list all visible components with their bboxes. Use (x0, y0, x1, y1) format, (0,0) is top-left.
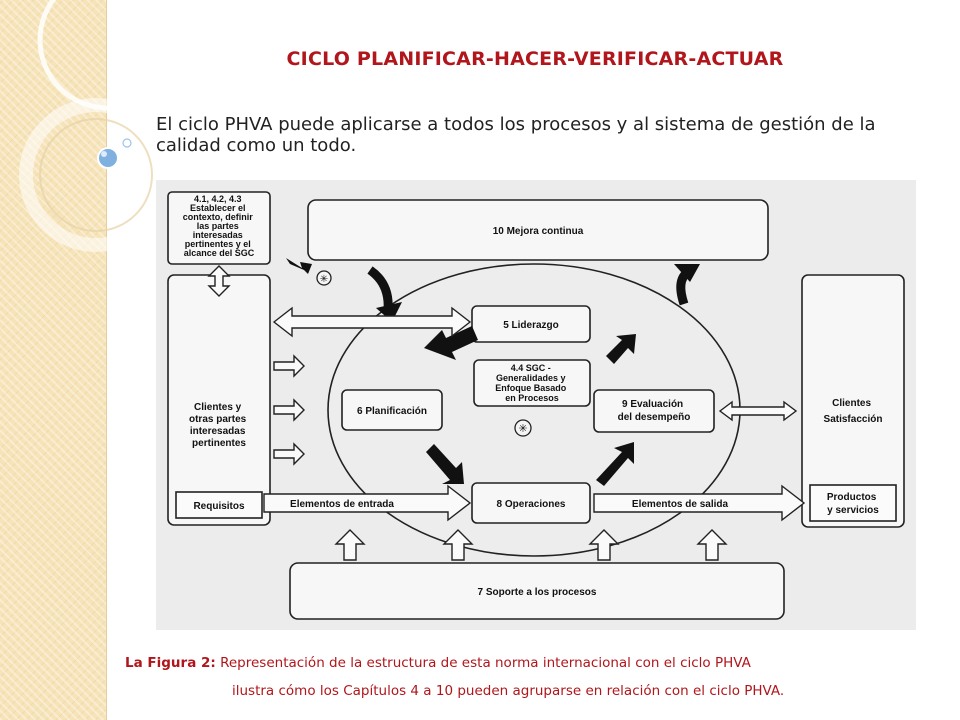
planificacion-label: 6 Planificación (357, 406, 427, 417)
elementos-salida-label: Elementos de salida (632, 499, 729, 510)
arrow-mejora-left-icon (367, 266, 393, 311)
soporte-box (289, 562, 785, 620)
requisitos-box (175, 491, 263, 519)
svg-text:9 Evaluación del desempeño: 9 Evaluación del desempeño (618, 399, 691, 423)
context-line: pertinentes y el (185, 239, 251, 249)
asterisk-glyph: ✳ (518, 423, 527, 435)
context-line: Establecer el (190, 203, 246, 213)
context-box (167, 191, 271, 265)
productos-line: y servicios (827, 505, 879, 516)
double-arrow-left-liderazgo (272, 306, 472, 338)
productos-line: Productos (827, 492, 877, 503)
svg-text:4.4 SGC - Generalidades y: 4.4 SGC - Generalidades y Enfoque Basado… (495, 363, 569, 403)
sgc-asterisk-icon (514, 419, 532, 437)
up-arrow-2 (442, 529, 474, 561)
asterisk-glyph: ✳ (320, 274, 328, 285)
evaluacion-box (593, 389, 715, 433)
phva-diagram: 4.1, 4.2, 4.3 Establecer el contexto, de… (167, 191, 905, 620)
phva-figure: 4.1, 4.2, 4.3 Establecer el contexto, de… (156, 180, 916, 630)
intro-text: El ciclo PHVA puede aplicarse a todos lo… (156, 114, 876, 156)
sgc-box (473, 359, 591, 407)
up-arrow-3 (588, 529, 620, 561)
double-arrow-evaluacion-clientes (718, 400, 798, 422)
caption-text-1: Representación de la estructura de esta … (215, 655, 751, 671)
figure-caption-line-2: ilustra cómo los Capítulos 4 a 10 pueden… (232, 683, 785, 699)
small-arrow-right-1 (273, 354, 305, 378)
clientes-partes-box (167, 274, 271, 526)
clientes-partes-line: interesadas (190, 426, 246, 437)
mejora-continua-label: 10 Mejora continua (493, 226, 584, 237)
clientes-der-line: Satisfacción (824, 414, 883, 425)
svg-text:Clientes y otras partes: Clientes y otras partes interesadas pert… (189, 402, 249, 449)
mejora-continua-box (307, 199, 769, 261)
context-double-arrow (207, 265, 231, 297)
sgc-line: 4.4 SGC - (511, 363, 551, 373)
svg-text:Productos y servicios: Productos y servicios (827, 492, 879, 516)
clientes-der-line: Clientes (832, 398, 871, 409)
arrow-mejora-left-head-icon (376, 302, 402, 322)
liderazgo-box (471, 305, 591, 343)
up-arrow-4 (696, 529, 728, 561)
requisitos-label: Requisitos (193, 501, 245, 512)
figure-caption-line-1: La Figura 2: Representación de la estruc… (125, 655, 960, 671)
up-arrow-1 (334, 529, 366, 561)
soporte-label: 7 Soporte a los procesos (478, 587, 597, 598)
decorative-circles (19, 0, 160, 252)
sgc-line: Generalidades y (496, 373, 566, 383)
context-line: alcance del SGC (184, 248, 255, 258)
small-arrow-right-2 (273, 398, 305, 422)
arrow-to-liderazgo-icon (606, 334, 636, 364)
clientes-partes-line: otras partes (189, 414, 247, 425)
arrow-to-operaciones-icon (426, 444, 464, 484)
clientes-partes-line: Clientes y (194, 402, 242, 413)
svg-text:4.1, 4.2, 4.3 Establecer e: 4.1, 4.2, 4.3 Establecer el contexto, de… (183, 194, 256, 258)
evaluacion-line: 9 Evaluación (622, 399, 683, 410)
arrow-to-planificacion-icon (424, 326, 478, 360)
small-arrow-right-3 (273, 442, 305, 466)
liderazgo-label: 5 Liderazgo (503, 320, 559, 331)
svg-text:Clientes Satisfacción: Clientes Satisfacción (824, 398, 883, 425)
caption-label: La Figura 2: (125, 655, 216, 671)
elementos-entrada-arrow (263, 484, 472, 522)
operaciones-box (471, 482, 591, 524)
context-line: interesadas (193, 230, 243, 240)
clientes-partes-line: pertinentes (192, 438, 246, 449)
context-asterisk-icon (316, 270, 332, 286)
arrow-mejora-right-head-icon (674, 264, 700, 282)
context-line: contexto, definir (183, 212, 254, 222)
clientes-satisfaccion-box (801, 274, 905, 528)
arrow-contexto-icon (286, 258, 312, 274)
elementos-salida-arrow (593, 484, 806, 522)
productos-box (809, 484, 897, 522)
sgc-line: Enfoque Basado (495, 383, 567, 393)
page-title: CICLO PLANIFICAR-HACER-VERIFICAR-ACTUAR (286, 48, 784, 70)
sgc-line: en Procesos (505, 393, 559, 403)
evaluacion-line: del desempeño (618, 412, 691, 423)
elementos-entrada-label: Elementos de entrada (290, 499, 394, 510)
operaciones-label: 8 Operaciones (497, 499, 566, 510)
planificacion-box (341, 389, 443, 431)
context-line: las partes (197, 221, 239, 231)
context-line: 4.1, 4.2, 4.3 (194, 194, 242, 204)
arrow-to-evaluacion-icon (596, 442, 634, 486)
